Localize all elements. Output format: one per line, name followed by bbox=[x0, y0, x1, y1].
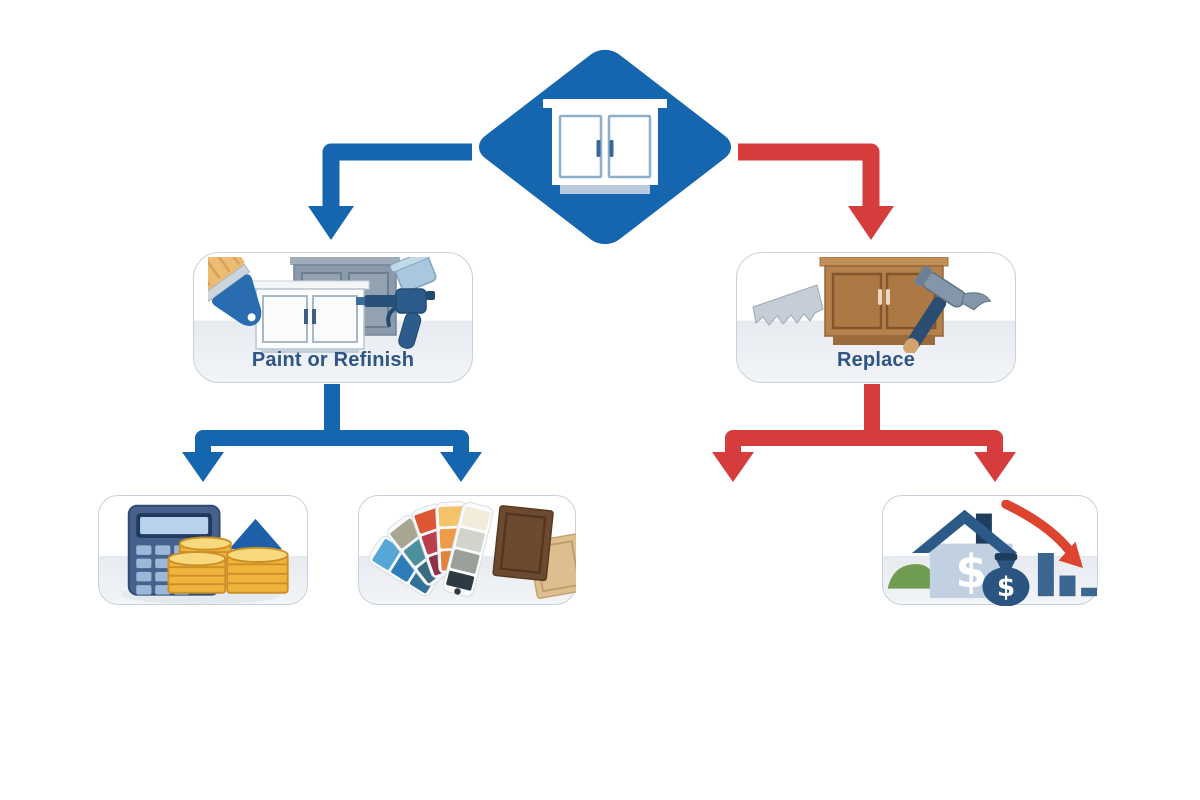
arrowhead-down-icon bbox=[848, 206, 894, 240]
arrowhead-down-icon bbox=[712, 452, 754, 482]
paintbrush-icon bbox=[208, 257, 262, 327]
color-fan-deck-icon bbox=[368, 501, 494, 597]
node-paint-options bbox=[358, 495, 576, 605]
arrow-down-trend-icon bbox=[1001, 500, 1083, 569]
node-replace: Replace bbox=[736, 252, 1016, 383]
spray-gun-icon bbox=[356, 257, 437, 349]
node-label: Replace bbox=[836, 349, 916, 371]
declining-chart-icon bbox=[1037, 553, 1098, 597]
node-label: Paint or Refinish bbox=[251, 349, 415, 371]
arrowhead-down-icon bbox=[308, 206, 354, 240]
cost-increase-illustration bbox=[121, 504, 289, 605]
replace-illustration bbox=[752, 257, 992, 353]
bush-icon bbox=[887, 564, 937, 589]
arrowhead-down-icon bbox=[440, 452, 482, 482]
branch-arrow-replace bbox=[738, 143, 894, 240]
node-paint-cost bbox=[98, 495, 308, 605]
cabinet-door-samples-icon bbox=[492, 505, 576, 599]
svg-text:$: $ bbox=[956, 545, 987, 598]
coin-stacks-icon bbox=[167, 536, 289, 594]
white-cabinet-icon bbox=[250, 280, 370, 353]
node-replace-value: $ $ bbox=[882, 495, 1098, 606]
paint-refinish-illustration bbox=[208, 257, 437, 353]
hand-saw-icon bbox=[752, 284, 824, 326]
svg-text:$: $ bbox=[997, 573, 1015, 603]
arrowhead-down-icon bbox=[182, 452, 224, 482]
home-value-illustration: $ $ bbox=[887, 500, 1098, 606]
node-paint-or-refinish: Paint or Refinish bbox=[193, 252, 473, 383]
wood-cabinet-icon bbox=[819, 257, 949, 345]
split-arrow-paint bbox=[182, 384, 482, 482]
color-options-illustration bbox=[368, 501, 576, 599]
money-bag-icon: $ bbox=[982, 553, 1030, 606]
branch-arrow-paint bbox=[308, 143, 472, 240]
hammer-icon bbox=[903, 265, 992, 353]
cabinet-icon bbox=[543, 99, 667, 194]
arrowhead-down-icon bbox=[974, 452, 1016, 482]
split-arrow-replace bbox=[712, 384, 1016, 482]
